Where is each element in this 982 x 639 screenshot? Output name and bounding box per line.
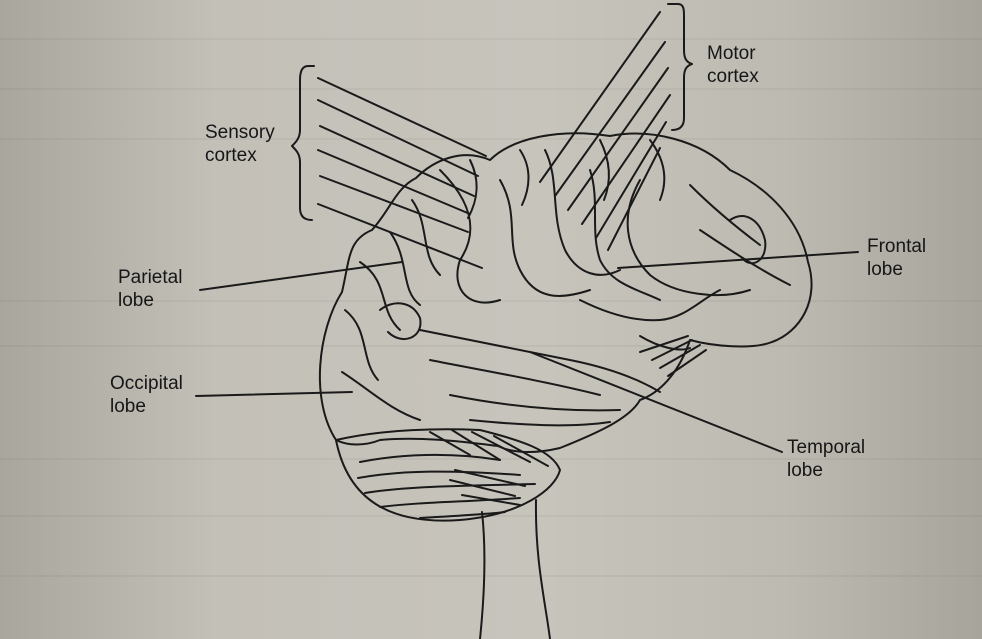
lower-frontal-hatching	[639, 335, 707, 377]
bleed-through-line	[0, 138, 982, 140]
cerebrum-outline	[318, 132, 813, 454]
occipital-lobe-leader	[195, 391, 353, 397]
sensory-cortex-label: Sensory cortex	[205, 122, 275, 166]
bleed-through-line	[0, 38, 982, 40]
bleed-through-line	[0, 88, 982, 90]
sensory-cortex-leader-lines	[317, 77, 487, 269]
lobe-leader-lines	[195, 251, 859, 453]
cerebellum	[335, 428, 561, 522]
parietal-lobe-label: Parietal lobe	[118, 267, 183, 311]
brain-stem	[479, 499, 551, 639]
bleed-through-line	[0, 300, 982, 302]
frontal-lobe-leader	[617, 251, 859, 269]
sensory-cortex-bracket	[291, 65, 315, 221]
parietal-lobe-leader	[199, 261, 403, 291]
cortex-folds	[341, 139, 791, 427]
frontal-lobe-label: Frontal lobe	[867, 236, 927, 280]
bleed-through-line	[0, 575, 982, 577]
motor-cortex-leader-lines	[539, 11, 671, 251]
motor-cortex-bracket	[667, 3, 693, 131]
occipital-lobe-label: Occipital lobe	[110, 373, 183, 417]
temporal-lobe-label: Temporal lobe	[787, 437, 866, 481]
motor-cortex-label: Motor cortex	[707, 43, 759, 87]
bleed-through-line	[0, 345, 982, 347]
temporal-lobe-leader	[529, 351, 783, 453]
